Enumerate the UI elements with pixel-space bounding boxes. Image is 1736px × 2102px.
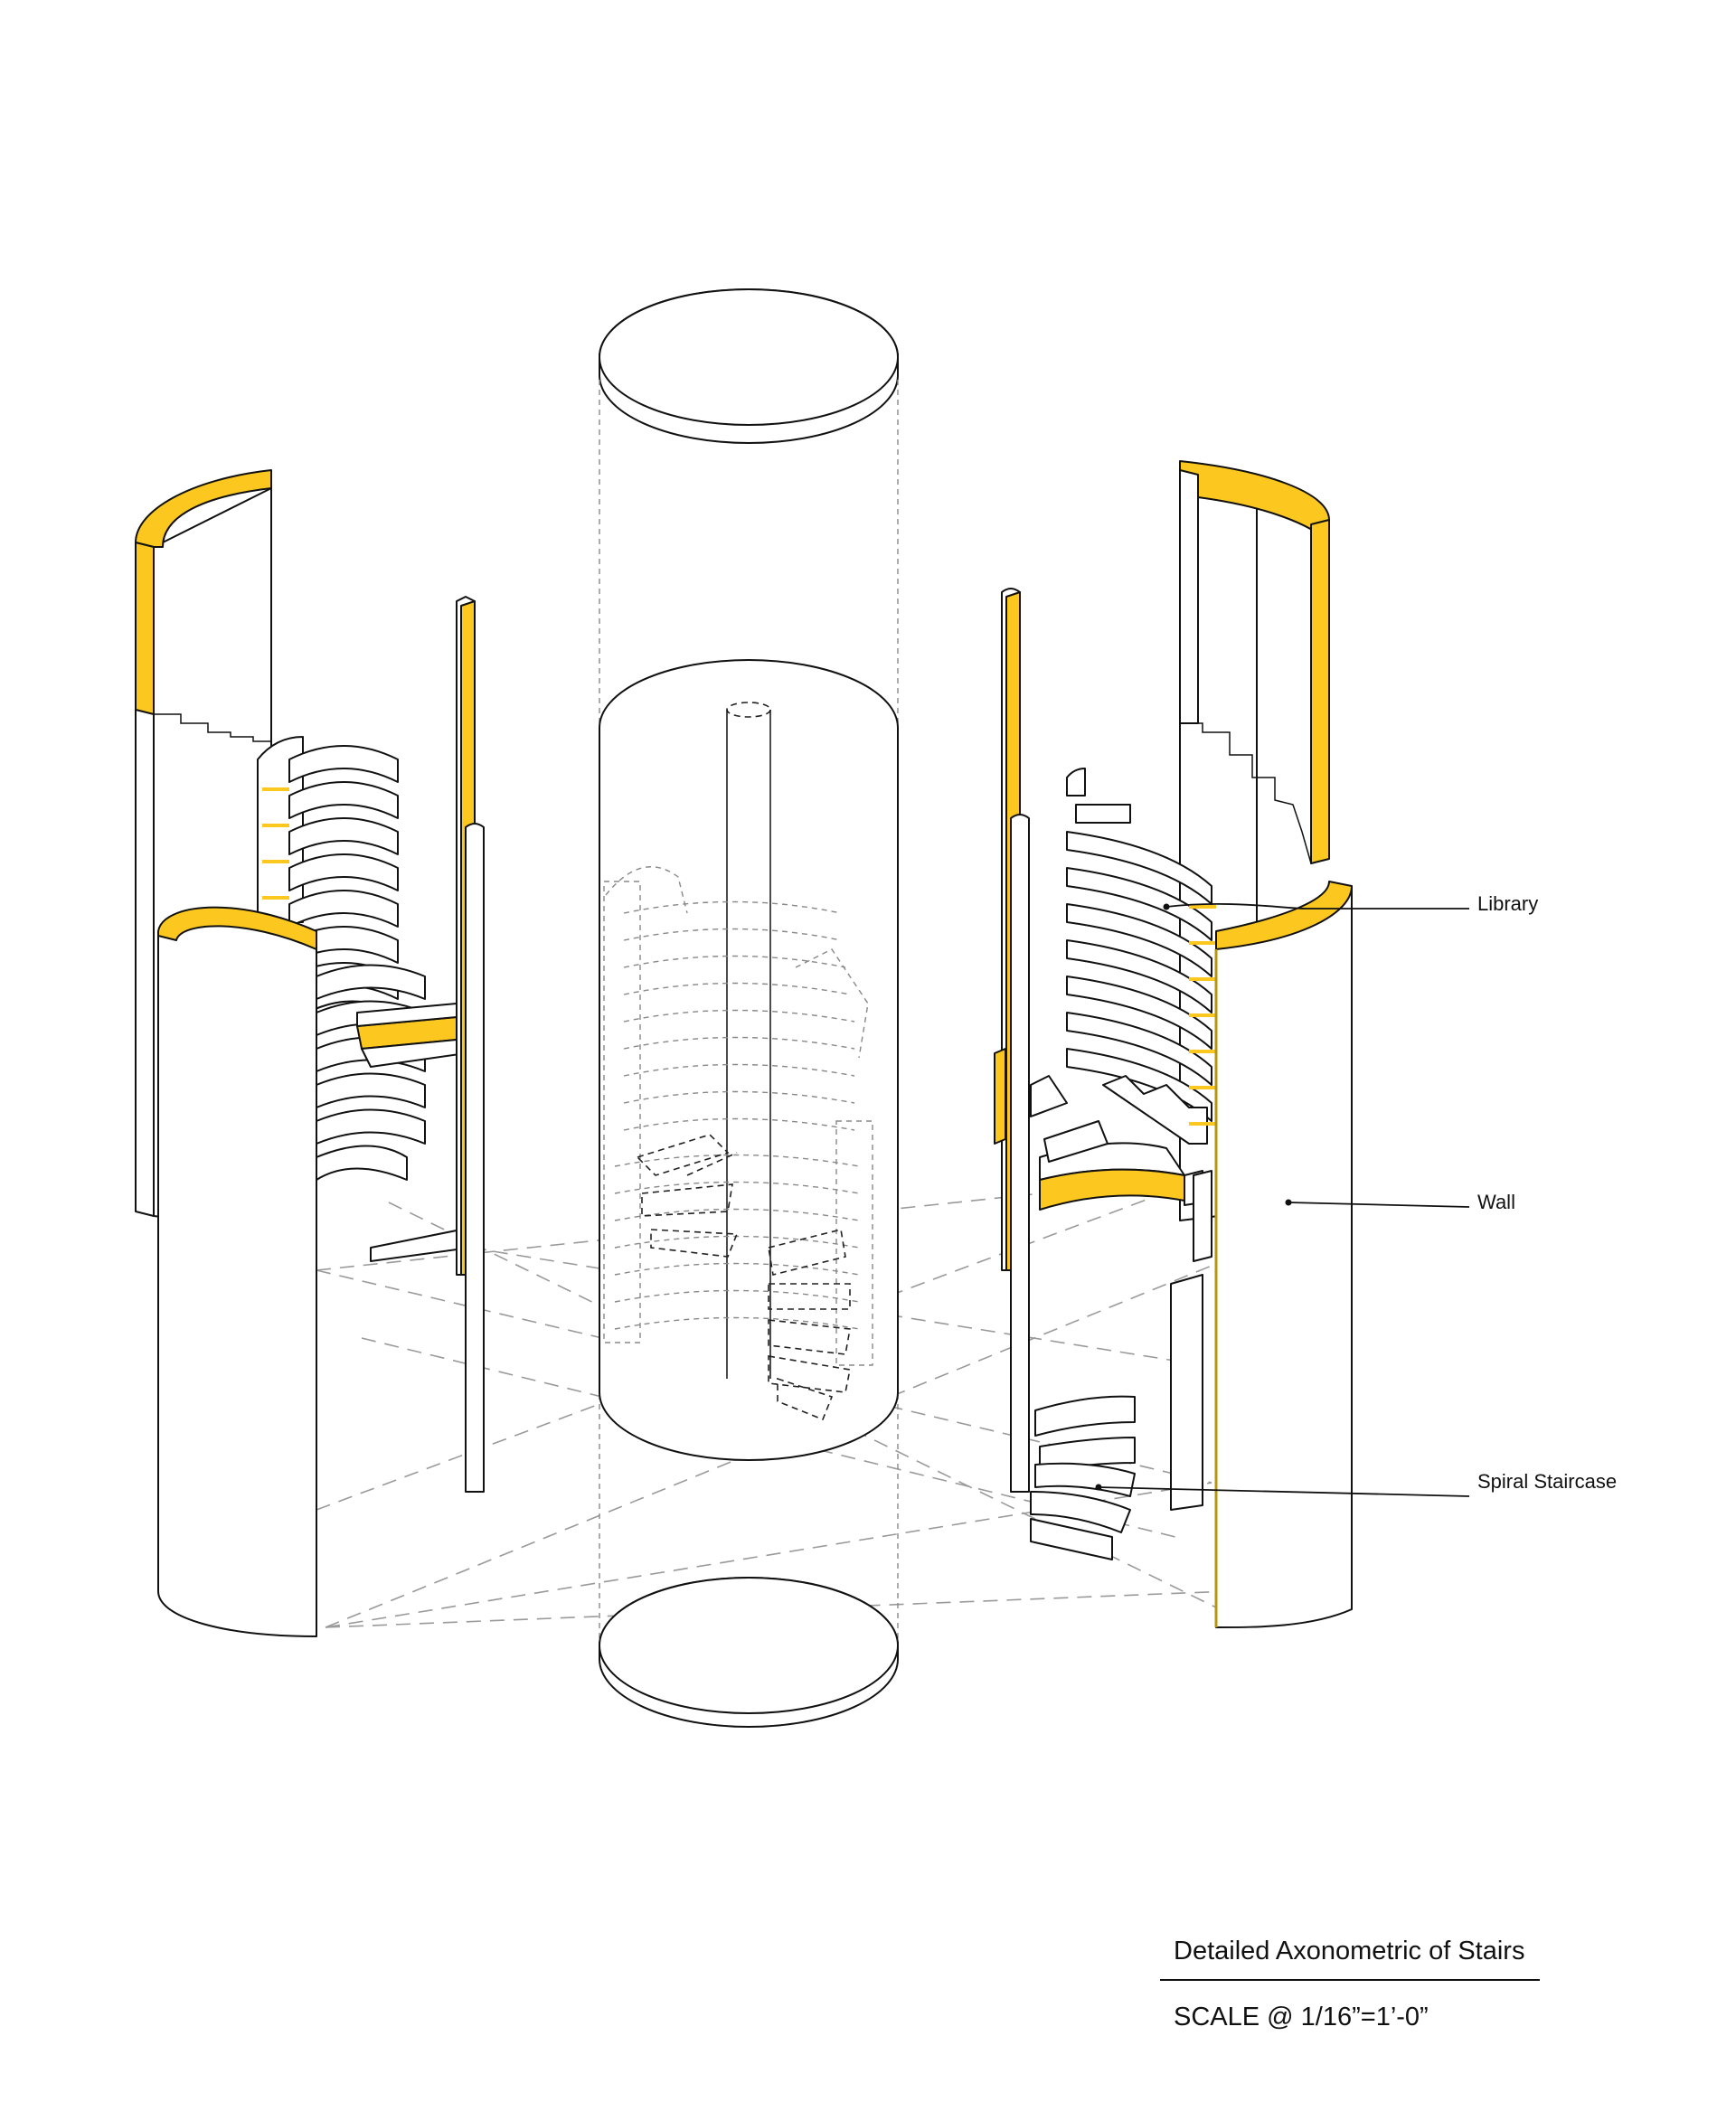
drawing-scale: SCALE @ 1/16”=1’-0” <box>1174 2003 1429 2031</box>
right-spiral-treads <box>1030 1395 1136 1560</box>
title-underline <box>1160 1979 1540 1981</box>
callouts: Library Wall Spiral Staircase <box>1095 892 1617 1497</box>
callout-wall: Wall <box>1285 1191 1515 1213</box>
callout-library: Library <box>1163 892 1538 915</box>
central-cylinder <box>599 288 899 1728</box>
right-tower <box>994 460 1353 1628</box>
ghost-stair-lower-treads <box>636 1134 851 1421</box>
callout-spiral-staircase: Spiral Staircase <box>1095 1470 1617 1497</box>
right-library-shelves <box>1066 768 1216 1145</box>
drawing-title: Detailed Axonometric of Stairs <box>1174 1937 1525 1965</box>
left-tower <box>135 469 485 1637</box>
ghost-stair-treads <box>603 866 873 1366</box>
callout-wall-text: Wall <box>1477 1191 1515 1213</box>
callout-spiral-staircase-text: Spiral Staircase <box>1477 1470 1617 1493</box>
callout-library-text: Library <box>1477 892 1538 915</box>
